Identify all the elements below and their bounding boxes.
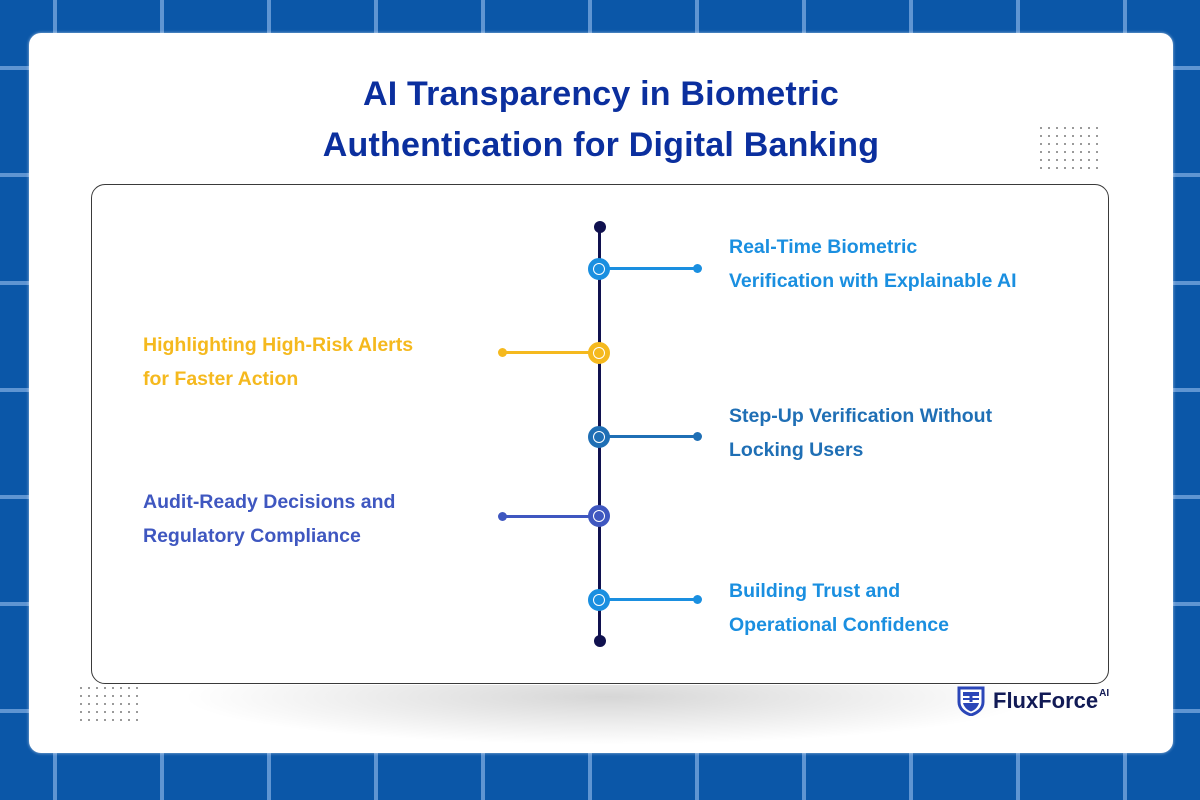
timeline-node — [588, 258, 610, 280]
panel-shadow — [179, 685, 1039, 745]
dot-pattern — [1037, 124, 1103, 172]
brand-name: FluxForce — [993, 688, 1099, 713]
brand-logo: FluxForce AI — [957, 686, 1109, 716]
title-line-2: Authentication for Digital Banking — [322, 126, 880, 164]
timeline-node — [588, 505, 610, 527]
connector-tip — [693, 432, 702, 441]
timeline-node — [588, 342, 610, 364]
timeline-label-audit-ready: Audit-Ready Decisions and Regulatory Com… — [143, 485, 395, 553]
connector-line — [503, 515, 593, 518]
connector-tip — [498, 512, 507, 521]
timeline-start-dot — [594, 221, 606, 233]
connector-line — [609, 435, 697, 438]
connector-tip — [498, 348, 507, 357]
timeline-label-step-up-verification: Step-Up Verification Without Locking Use… — [729, 399, 992, 467]
connector-tip — [693, 595, 702, 604]
page-title: AI Transparency in Biometric Authenticat… — [29, 69, 1173, 171]
timeline-node — [588, 589, 610, 611]
timeline-label-building-trust: Building Trust and Operational Confidenc… — [729, 574, 949, 642]
connector-line — [609, 598, 697, 601]
label-line: Step-Up Verification Without — [729, 405, 993, 427]
connector-tip — [693, 264, 702, 273]
label-line: Verification with Explainable AI — [729, 270, 1017, 292]
brand-superscript: AI — [1099, 687, 1110, 699]
timeline-end-dot — [594, 635, 606, 647]
label-line: Audit-Ready Decisions and — [143, 491, 396, 513]
timeline-label-realtime-verification: Real-Time Biometric Verification with Ex… — [729, 230, 1017, 298]
label-line: Operational Confidence — [729, 614, 949, 636]
label-line: Building Trust and — [729, 580, 901, 602]
label-line: Real-Time Biometric — [729, 236, 918, 258]
timeline-node — [588, 426, 610, 448]
shield-icon — [957, 686, 985, 716]
connector-line — [503, 351, 593, 354]
label-line: for Faster Action — [143, 368, 299, 390]
infographic-card: AI Transparency in Biometric Authenticat… — [29, 33, 1173, 753]
dot-pattern — [77, 684, 143, 724]
label-line: Highlighting High-Risk Alerts — [143, 334, 414, 356]
timeline-label-high-risk-alerts: Highlighting High-Risk Alerts for Faster… — [143, 328, 413, 396]
connector-line — [609, 267, 697, 270]
title-line-1: AI Transparency in Biometric — [362, 75, 840, 113]
label-line: Regulatory Compliance — [143, 525, 361, 547]
label-line: Locking Users — [729, 439, 864, 461]
